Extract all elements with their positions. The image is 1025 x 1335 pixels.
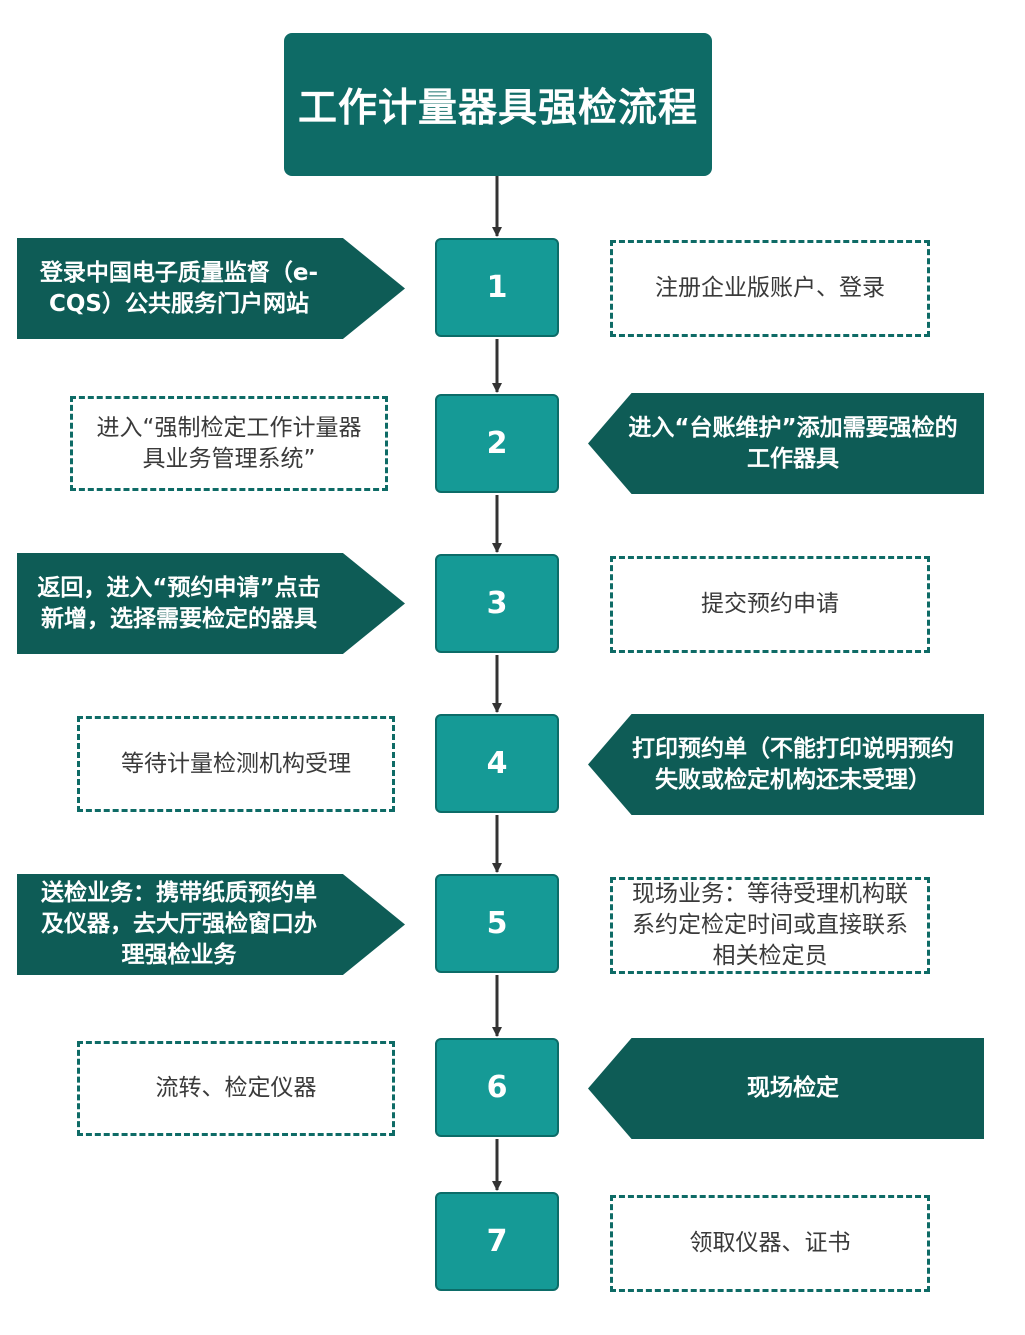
- step-1-box: 1: [435, 238, 559, 337]
- step-7-box: 7: [435, 1192, 559, 1291]
- step-3-left-arrow-box: 返回，进入“预约申请”点击新增，选择需要检定的器具: [17, 553, 405, 654]
- step-6-right-arrow-box: 现场检定: [588, 1038, 984, 1139]
- step-4-left-dashed-box: 等待计量检测机构受理: [77, 716, 395, 812]
- step-3-box: 3: [435, 554, 559, 653]
- step-7-right-dashed-box: 领取仪器、证书: [610, 1195, 930, 1292]
- step-3-right-dashed-box: 提交预约申请: [610, 556, 930, 653]
- step-2-left-dashed-box: 进入“强制检定工作计量器具业务管理系统”: [70, 396, 388, 491]
- step-6-box: 6: [435, 1038, 559, 1137]
- step-5-right-dashed-box: 现场业务：等待受理机构联系约定检定时间或直接联系相关检定员: [610, 877, 930, 974]
- step-2-box: 2: [435, 394, 559, 493]
- step-4-right-arrow-box: 打印预约单（不能打印说明预约失败或检定机构还未受理）: [588, 714, 984, 815]
- step-5-box: 5: [435, 874, 559, 973]
- step-2-right-arrow-box: 进入“台账维护”添加需要强检的工作器具: [588, 393, 984, 494]
- step-1-left-arrow-box: 登录中国电子质量监督（e-CQS）公共服务门户网站: [17, 238, 405, 339]
- step-5-left-arrow-box: 送检业务：携带纸质预约单及仪器，去大厅强检窗口办理强检业务: [17, 874, 405, 975]
- step-1-right-dashed-box: 注册企业版账户、登录: [610, 240, 930, 337]
- step-4-box: 4: [435, 714, 559, 813]
- step-6-left-dashed-box: 流转、检定仪器: [77, 1041, 395, 1136]
- diagram-title: 工作计量器具强检流程: [284, 33, 712, 176]
